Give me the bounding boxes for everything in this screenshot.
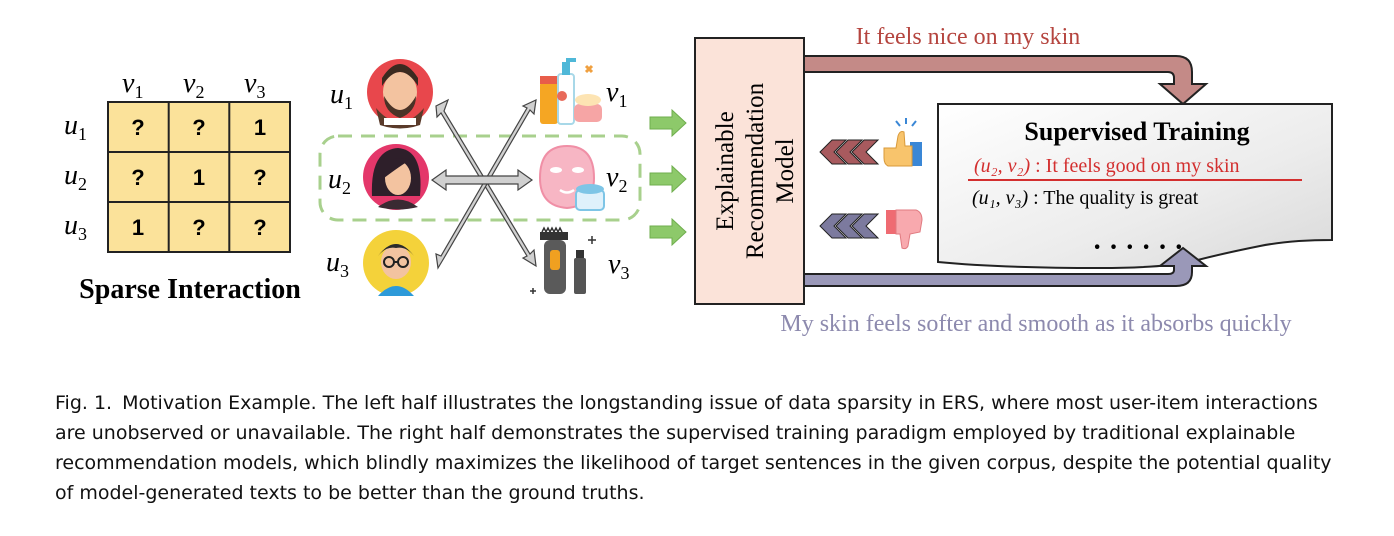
model-label-line1: Explainable [712,111,739,230]
matrix-row-header: u3 [64,210,87,244]
thumbs-up-icon [883,118,922,167]
thumbs-down-icon [886,209,923,250]
trimmer-icon [530,226,596,294]
item-label: v1 [606,77,627,111]
item-v3: v3 [530,226,629,294]
woman-avatar-icon [363,144,429,210]
matrix-col-header: v2 [183,68,204,102]
matrix-cell: 1 [193,165,205,190]
cosmetics-bottles-icon [540,58,602,125]
model-label-line2: Recommendation [742,82,769,259]
caption-label: Fig. 1. [55,392,113,414]
item-label: v3 [608,249,629,283]
user-label: u2 [328,164,351,198]
model-label-line3: Model [772,138,799,203]
matrix-cell: ? [253,165,266,190]
bottom-feedback-text: My skin feels softer and smooth as it ab… [780,311,1291,337]
matrix-cell: 1 [254,115,266,140]
item-v2: v2 [538,144,627,211]
link-arrow-u2-v2 [430,168,534,192]
item-v1: v1 [540,58,627,125]
caption-text: Motivation Example. The left half illust… [55,392,1332,504]
user-item-links [430,98,537,270]
matrix-cell: ? [131,165,144,190]
highlight-dashed-box [318,134,642,222]
user-label: u3 [326,247,349,281]
matrix-frame [107,101,291,253]
user-label: u1 [330,79,353,113]
user-u3: u3 [326,230,429,296]
matrix-cell: 1 [132,215,144,240]
face-mask-icon [538,144,605,211]
positive-feedback-chevrons [819,139,880,165]
supervised-sample-2: (u₁, v₃) : The quality is great [972,187,1199,209]
interaction-matrix: v1 v2 v3 u1 u2 u3 ? ? 1 ? 1 ? 1 ? ? Spar… [64,68,301,305]
motivation-figure: v1 v2 v3 u1 u2 u3 ? ? 1 ? 1 ? 1 ? ? Spar… [64,24,1333,337]
user-u1: u1 [330,59,433,129]
matrix-cell: ? [192,115,205,140]
matrix-cell: ? [131,115,144,140]
negative-feedback-chevrons [819,213,880,239]
green-arrow [649,108,687,138]
input-arrows [649,108,687,247]
matrix-title: Sparse Interaction [79,274,301,305]
matrix-col-header: v3 [244,68,265,102]
supervised-ellipsis: · · · · · · [1092,232,1183,263]
supervised-sample-1: (u₂, v₂) : It feels good on my skin [974,155,1240,177]
matrix-row-header: u1 [64,110,87,144]
matrix-cell: ? [192,215,205,240]
supervised-training-panel: Supervised Training (u₂, v₂) : It feels … [937,103,1333,270]
green-arrow [649,164,687,194]
item-label: v2 [606,162,627,196]
top-feedback-arrow [803,55,1209,106]
figure-caption: Fig. 1.Motivation Example. The left half… [55,388,1345,508]
bottom-feedback-arrow [803,246,1209,287]
supervised-title: Supervised Training [1024,117,1249,146]
recommendation-model-box: Explainable Recommendation Model [694,37,805,305]
glasses-person-avatar-icon [363,230,429,296]
user-u2: u2 [328,144,429,210]
matrix-col-header: v1 [122,68,143,102]
matrix-row-header: u2 [64,160,87,194]
bearded-man-avatar-icon [367,59,433,129]
matrix-cell: ? [253,215,266,240]
green-arrow [649,217,687,247]
top-feedback-text: It feels nice on my skin [856,24,1081,50]
